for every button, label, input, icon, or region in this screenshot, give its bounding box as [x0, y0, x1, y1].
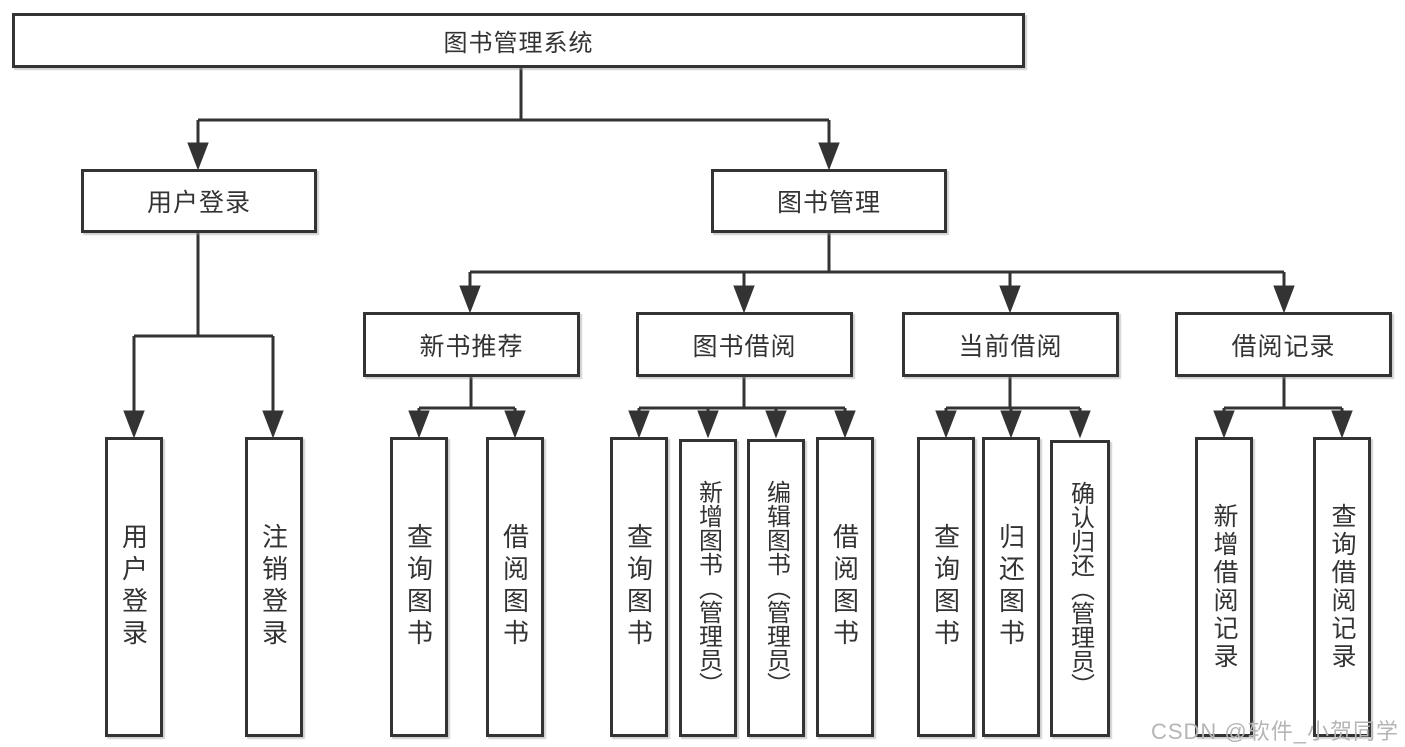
arrow-down-icon: [459, 285, 481, 314]
connector-line: [417, 377, 517, 414]
connector-line: [1222, 377, 1344, 414]
node-new-book-recommendation: 新书推荐: [363, 312, 580, 377]
node-library-system: 图书管理系统: [12, 13, 1025, 68]
node-borrowing-records: 借阅记录: [1175, 312, 1392, 377]
node-current-query-books: 查询图书: [917, 437, 975, 737]
arrow-down-icon: [628, 410, 650, 439]
arrow-down-icon: [818, 142, 840, 171]
csdn-watermark: CSDN @软件_小贺同学: [1150, 719, 1399, 744]
arrow-down-icon: [834, 410, 856, 439]
node-label: 借阅图书: [829, 523, 860, 651]
node-logout-leaf: 注销登录: [245, 437, 303, 737]
node-label: 借阅记录: [1231, 332, 1336, 361]
arrow-down-icon: [504, 410, 526, 439]
node-label: 归还图书: [995, 523, 1026, 651]
arrow-down-icon: [733, 285, 755, 314]
node-label: 注销登录: [258, 523, 289, 651]
connector-book-management-to-children: [459, 233, 1295, 314]
node-label: 用户登录: [146, 189, 251, 217]
node-records-add-record: 新增借阅记录: [1195, 437, 1253, 737]
node-book-borrowing: 图书借阅: [636, 312, 853, 377]
node-label: 查询借阅记录: [1328, 503, 1356, 671]
connector-borrowing-records-to-children: [1213, 377, 1353, 439]
arrow-down-icon: [1069, 410, 1091, 439]
arrow-down-icon: [1213, 410, 1235, 439]
node-label: 图书管理: [776, 189, 881, 217]
node-label: 查询图书: [623, 523, 654, 651]
node-current-return-books: 归还图书: [982, 437, 1040, 737]
node-newbook-query-books: 查询图书: [390, 437, 448, 737]
arrow-down-icon: [999, 285, 1021, 314]
node-user-login: 用户登录: [81, 169, 317, 233]
connector-line: [132, 233, 275, 415]
node-label: 用户登录: [118, 523, 149, 651]
connector-root-to-children: [187, 68, 840, 171]
node-records-query-record: 查询借阅记录: [1313, 437, 1371, 737]
arrow-down-icon: [697, 410, 719, 439]
node-label: 编辑图书（管理员）: [762, 480, 790, 696]
node-label: 查询图书: [930, 523, 961, 651]
connector-line: [944, 377, 1082, 414]
node-label: 新增图书（管理员）: [694, 480, 722, 696]
arrow-down-icon: [935, 410, 957, 439]
arrow-down-icon: [1000, 410, 1022, 439]
node-current-confirm-return-admin: 确认归还（管理员）: [1050, 440, 1110, 737]
node-user-login-leaf: 用户登录: [105, 437, 163, 737]
arrow-down-icon: [765, 410, 787, 439]
node-borrowing-query-books: 查询图书: [610, 437, 668, 737]
connector-new-book-recommendation-to-children: [408, 377, 526, 439]
node-book-management: 图书管理: [711, 169, 947, 233]
arrow-down-icon: [408, 410, 430, 439]
arrow-down-icon: [262, 410, 284, 439]
node-label: 查询图书: [403, 523, 434, 651]
node-current-borrowing: 当前借阅: [902, 312, 1119, 377]
connector-line: [468, 233, 1286, 290]
node-label: 借阅图书: [499, 523, 530, 651]
node-label: 图书管理系统: [443, 30, 594, 57]
connector-book-borrowing-to-children: [628, 377, 856, 439]
node-borrowing-add-books-admin: 新增图书（管理员）: [679, 439, 737, 737]
connector-user-login-to-children: [123, 233, 284, 439]
node-label: 图书借阅: [692, 332, 797, 361]
node-label: 新增借阅记录: [1210, 503, 1238, 671]
arrow-down-icon: [187, 142, 209, 171]
node-label: 新书推荐: [419, 332, 524, 361]
node-borrowing-borrow-books: 借阅图书: [816, 437, 874, 737]
node-borrowing-edit-books-admin: 编辑图书（管理员）: [747, 439, 805, 737]
connector-current-borrowing-to-children: [935, 377, 1091, 439]
arrow-down-icon: [123, 410, 145, 439]
node-newbook-borrow-books: 借阅图书: [486, 437, 544, 737]
connector-line: [196, 68, 831, 150]
arrow-down-icon: [1331, 410, 1353, 439]
node-label: 确认归还（管理员）: [1066, 480, 1094, 697]
node-label: 当前借阅: [958, 332, 1063, 361]
connector-line: [637, 377, 847, 414]
arrow-down-icon: [1273, 285, 1295, 314]
